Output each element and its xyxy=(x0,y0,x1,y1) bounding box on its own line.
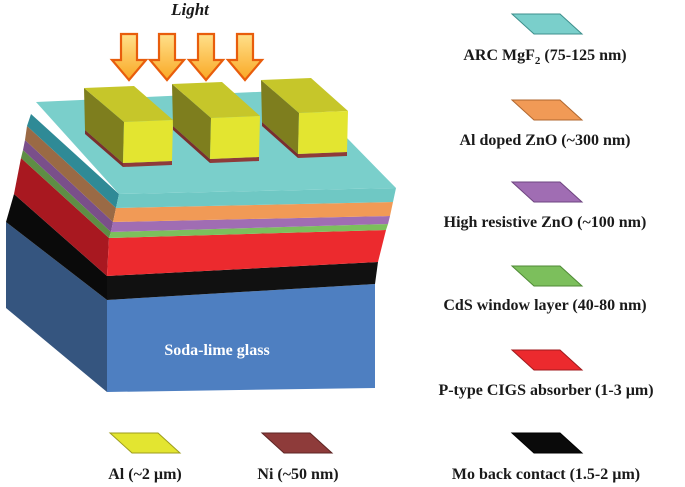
light-arrow-icon xyxy=(109,32,149,82)
legend-label-izo: High resistive ZnO (~100 nm) xyxy=(444,214,647,231)
legend: ARC MgF2 (75-125 nm) Al doped ZnO (~300 … xyxy=(108,13,654,483)
mo-side xyxy=(6,194,107,300)
glass-front xyxy=(107,284,375,392)
legend-label-arc: ARC MgF2 (75-125 nm) xyxy=(463,47,626,67)
ni-swatch xyxy=(260,432,334,454)
arc-swatch xyxy=(510,13,584,35)
legend-item-izo: High resistive ZnO (~100 nm) xyxy=(444,181,647,231)
legend-item-ni: Ni (~50 nm) xyxy=(257,432,339,483)
light-arrow-icon xyxy=(147,32,187,82)
legend-label-ni: Ni (~50 nm) xyxy=(257,466,338,483)
layer-cds xyxy=(21,150,388,238)
light-arrow-icon xyxy=(186,32,226,82)
legend-item-cds: CdS window layer (40-80 nm) xyxy=(443,265,647,314)
glass-side xyxy=(6,222,107,392)
mo-swatch xyxy=(510,432,584,454)
legend-item-cigs: P-type CIGS absorber (1-3 µm) xyxy=(438,349,654,399)
light-label: Light xyxy=(170,0,210,19)
legend-label-cigs: P-type CIGS absorber (1-3 µm) xyxy=(438,382,653,399)
izo-side xyxy=(23,140,113,232)
legend-label-azo: Al doped ZnO (~300 nm) xyxy=(459,132,630,149)
light-arrows xyxy=(109,32,265,82)
legend-item-mo: Mo back contact (1.5-2 µm) xyxy=(452,432,640,483)
al-swatch xyxy=(108,432,182,454)
azo-side xyxy=(25,126,116,222)
cigs-front xyxy=(107,230,386,276)
cds-side xyxy=(21,150,111,238)
layer-izo xyxy=(23,140,390,232)
legend-item-al: Al (~2 µm) xyxy=(108,432,182,483)
layer-azo xyxy=(25,126,393,222)
top-contacts xyxy=(84,78,348,167)
light-arrow-icon xyxy=(225,32,265,82)
contact-finger xyxy=(261,78,348,158)
arc-side xyxy=(27,114,119,208)
contact-finger xyxy=(172,82,260,163)
cds-swatch xyxy=(510,265,584,287)
cds-front xyxy=(109,224,388,238)
legend-item-arc: ARC MgF2 (75-125 nm) xyxy=(463,13,627,67)
glass-label: Soda-lime glass xyxy=(164,342,269,359)
legend-label-cds: CdS window layer (40-80 nm) xyxy=(443,297,646,314)
cigs-swatch xyxy=(510,349,584,371)
layer-cigs xyxy=(14,158,386,276)
mo-front xyxy=(107,262,378,300)
azo-front xyxy=(113,202,393,222)
izo-front xyxy=(111,216,390,232)
cigs-side xyxy=(14,158,109,276)
contact-finger xyxy=(84,86,173,167)
legend-label-mo: Mo back contact (1.5-2 µm) xyxy=(452,466,640,483)
legend-label-al: Al (~2 µm) xyxy=(108,466,182,483)
legend-item-azo: Al doped ZnO (~300 nm) xyxy=(459,99,631,149)
soda-lime-glass: Soda-lime glass xyxy=(6,222,375,392)
azo-swatch xyxy=(510,99,584,121)
izo-swatch xyxy=(510,181,584,203)
arc-front xyxy=(116,188,396,208)
layer-mo xyxy=(6,194,378,300)
